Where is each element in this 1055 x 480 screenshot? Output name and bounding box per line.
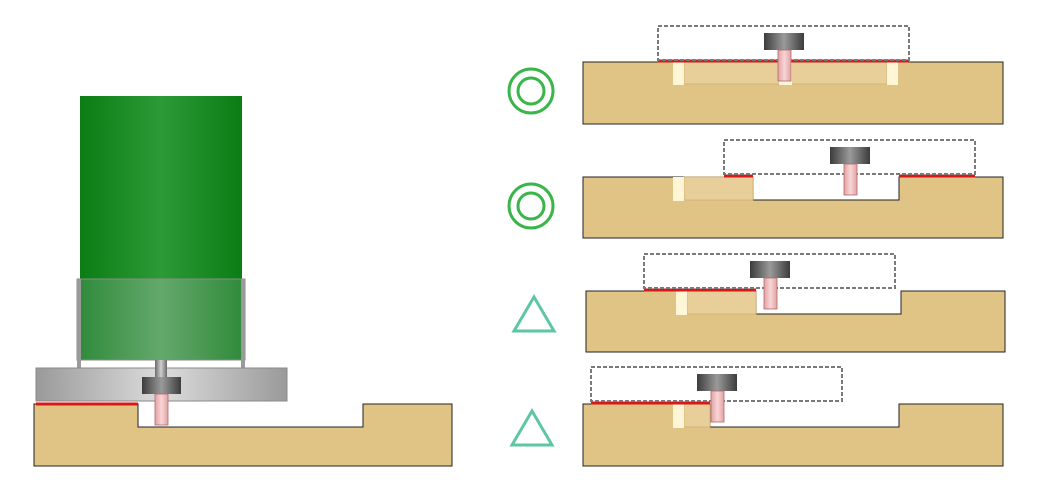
rating-column — [507, 67, 557, 447]
example-row-4 — [582, 366, 1004, 467]
router-bit-head — [750, 261, 790, 278]
workpiece-with-groove — [33, 403, 453, 467]
example-row-1 — [582, 25, 1004, 125]
support-post-right — [241, 279, 245, 368]
double-circle-icon — [507, 182, 555, 230]
router-bit-shank — [843, 163, 858, 196]
router-bit-head — [830, 147, 870, 164]
cut-recess — [683, 176, 754, 201]
workpiece-with-groove — [585, 290, 1006, 353]
cut-recess — [686, 290, 757, 315]
router-bit-shank — [763, 277, 778, 310]
support-post-left — [77, 279, 81, 368]
example-row-2 — [582, 139, 1004, 239]
router-bit-head — [142, 377, 181, 394]
edge-gap-right — [887, 62, 898, 85]
workpiece-with-groove — [582, 403, 1004, 467]
example-row-3 — [585, 253, 1006, 353]
router-lower-housing — [76, 278, 246, 361]
edge-gap-left — [673, 404, 684, 428]
router-bit-shank — [710, 390, 725, 423]
spindle — [155, 360, 167, 378]
main-router-illustration — [33, 96, 453, 467]
router-bit-shank — [777, 49, 792, 82]
triangle-icon — [511, 294, 557, 333]
router-bit-head — [697, 374, 737, 391]
edge-gap-left — [673, 177, 684, 201]
cut-recess — [683, 403, 711, 428]
edge-gap-left — [673, 62, 684, 85]
router-bit-shank — [154, 393, 169, 426]
double-circle-icon — [507, 67, 555, 115]
workpiece-with-groove — [582, 176, 1004, 239]
router-body — [80, 96, 242, 279]
router-bit-head — [764, 33, 804, 50]
triangle-icon — [509, 408, 555, 447]
edge-gap-left — [676, 291, 687, 315]
